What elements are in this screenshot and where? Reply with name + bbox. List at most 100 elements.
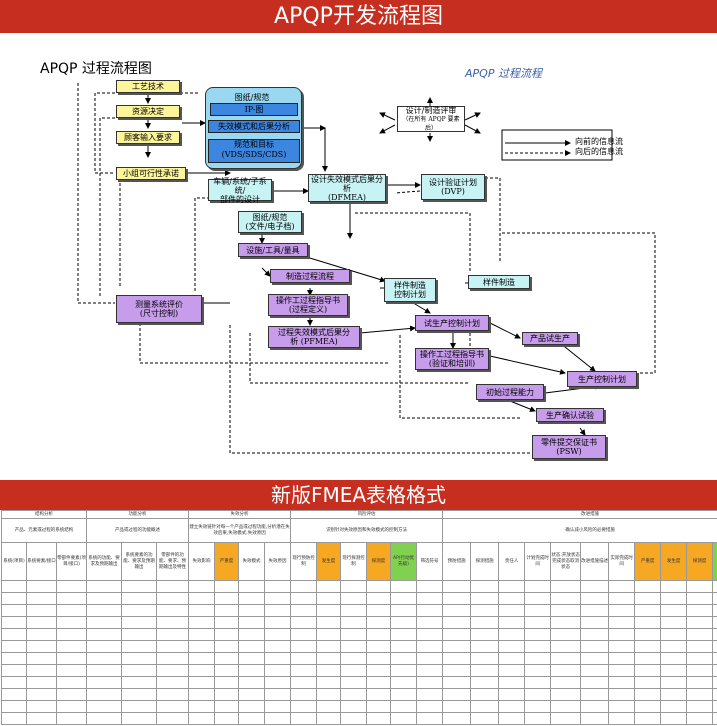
table-cell[interactable] (470, 628, 500, 641)
table-cell[interactable] (686, 676, 714, 689)
table-cell[interactable] (214, 580, 240, 593)
table-cell[interactable] (580, 700, 610, 713)
table-cell[interactable] (156, 676, 190, 689)
table-cell[interactable] (121, 628, 158, 641)
table-cell[interactable] (550, 652, 582, 665)
table-cell[interactable] (366, 592, 392, 605)
table-cell[interactable] (340, 652, 368, 665)
table-cell[interactable] (86, 712, 123, 725)
table-cell[interactable] (290, 712, 318, 725)
table-cell[interactable] (390, 592, 418, 605)
table-cell[interactable] (608, 628, 636, 641)
table-cell[interactable] (238, 688, 266, 701)
table-cell[interactable] (156, 652, 190, 665)
table-cell[interactable] (55, 592, 88, 605)
table-cell[interactable] (316, 616, 342, 629)
table-cell[interactable] (340, 628, 368, 641)
table-cell[interactable] (712, 676, 717, 689)
table-cell[interactable] (686, 640, 714, 653)
table-cell[interactable] (498, 592, 526, 605)
table-cell[interactable] (660, 652, 688, 665)
table-cell[interactable] (470, 664, 500, 677)
table-cell[interactable] (550, 700, 582, 713)
table-cell[interactable] (366, 640, 392, 653)
table-cell[interactable] (238, 580, 266, 593)
table-cell[interactable] (1, 652, 27, 665)
table-cell[interactable] (580, 604, 610, 617)
table-cell[interactable] (188, 592, 216, 605)
table-cell[interactable] (55, 628, 88, 641)
table-cell[interactable] (238, 592, 266, 605)
table-cell[interactable] (524, 688, 552, 701)
table-cell[interactable] (498, 688, 526, 701)
table-cell[interactable] (86, 604, 123, 617)
table-cell[interactable] (580, 652, 610, 665)
table-cell[interactable] (1, 604, 27, 617)
table-cell[interactable] (26, 628, 57, 641)
table-cell[interactable] (580, 664, 610, 677)
table-cell[interactable] (608, 700, 636, 713)
table-cell[interactable] (550, 712, 582, 725)
table-cell[interactable] (316, 664, 342, 677)
table-cell[interactable] (121, 604, 158, 617)
table-cell[interactable] (660, 700, 688, 713)
table-cell[interactable] (712, 580, 717, 593)
table-cell[interactable] (524, 580, 552, 593)
table-cell[interactable] (550, 592, 582, 605)
table-cell[interactable] (366, 580, 392, 593)
table-cell[interactable] (156, 580, 190, 593)
table-cell[interactable] (26, 604, 57, 617)
table-cell[interactable] (416, 712, 444, 725)
table-cell[interactable] (470, 700, 500, 713)
table-cell[interactable] (580, 592, 610, 605)
table-cell[interactable] (316, 640, 342, 653)
table-cell[interactable] (366, 652, 392, 665)
table-cell[interactable] (470, 688, 500, 701)
table-cell[interactable] (340, 676, 368, 689)
table-cell[interactable] (1, 628, 27, 641)
table-cell[interactable] (660, 592, 688, 605)
table-cell[interactable] (686, 652, 714, 665)
table-cell[interactable] (340, 604, 368, 617)
table-cell[interactable] (524, 700, 552, 713)
table-cell[interactable] (524, 640, 552, 653)
table-cell[interactable] (238, 640, 266, 653)
table-cell[interactable] (498, 700, 526, 713)
table-cell[interactable] (55, 640, 88, 653)
table-cell[interactable] (608, 712, 636, 725)
table-cell[interactable] (121, 616, 158, 629)
table-cell[interactable] (290, 688, 318, 701)
table-cell[interactable] (316, 652, 342, 665)
table-cell[interactable] (416, 580, 444, 593)
table-cell[interactable] (390, 616, 418, 629)
table-cell[interactable] (214, 676, 240, 689)
table-cell[interactable] (524, 676, 552, 689)
table-cell[interactable] (416, 688, 444, 701)
table-cell[interactable] (290, 604, 318, 617)
table-cell[interactable] (390, 628, 418, 641)
table-cell[interactable] (608, 616, 636, 629)
table-cell[interactable] (238, 664, 266, 677)
table-cell[interactable] (686, 580, 714, 593)
table-cell[interactable] (550, 664, 582, 677)
table-cell[interactable] (416, 676, 444, 689)
table-cell[interactable] (156, 664, 190, 677)
table-cell[interactable] (660, 664, 688, 677)
table-cell[interactable] (498, 628, 526, 641)
table-cell[interactable] (316, 712, 342, 725)
table-cell[interactable] (634, 580, 662, 593)
table-cell[interactable] (660, 580, 688, 593)
table-cell[interactable] (442, 592, 472, 605)
table-cell[interactable] (416, 652, 444, 665)
table-cell[interactable] (55, 604, 88, 617)
table-cell[interactable] (290, 664, 318, 677)
table-cell[interactable] (26, 652, 57, 665)
table-cell[interactable] (290, 580, 318, 593)
table-cell[interactable] (390, 712, 418, 725)
table-cell[interactable] (316, 700, 342, 713)
table-cell[interactable] (214, 688, 240, 701)
table-cell[interactable] (580, 712, 610, 725)
table-cell[interactable] (86, 628, 123, 641)
table-cell[interactable] (238, 628, 266, 641)
table-cell[interactable] (26, 580, 57, 593)
